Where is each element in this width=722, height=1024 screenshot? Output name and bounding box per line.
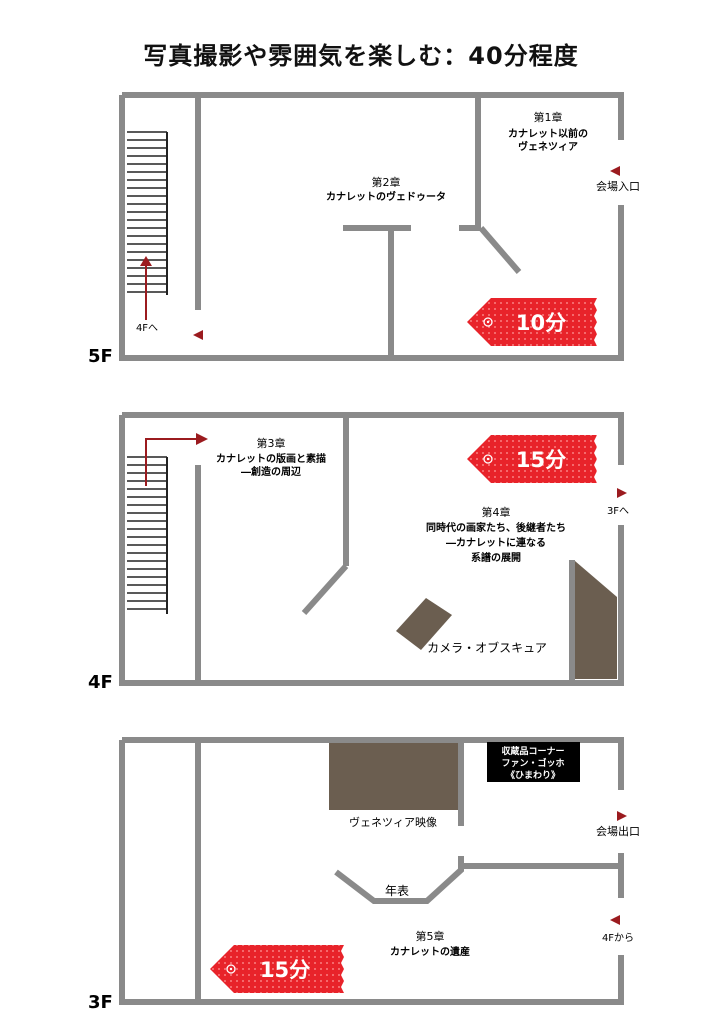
chapter2-number: 第2章 <box>372 175 401 189</box>
collection-line1: 収蔵品コーナー <box>501 745 564 757</box>
chapter1-title-line2: ヴェネツィア <box>518 140 578 153</box>
to-4f-label: 4Fへ <box>136 323 158 334</box>
video-block <box>329 743 458 810</box>
venice-video-label: ヴェネツィア映像 <box>349 815 437 829</box>
chapter3-title-line1: カナレットの版画と素描 <box>216 452 326 465</box>
chapter4-title-line3: 系譜の展開 <box>471 551 521 564</box>
collection-corner-box <box>487 742 580 782</box>
entrance-label: 会場入口 <box>596 180 640 193</box>
chapter5-title: カナレットの遺産 <box>390 945 470 958</box>
time-tag-4f: 15分 <box>467 435 597 483</box>
collection-line3: 《ひまわり》 <box>506 770 560 781</box>
time-label-5f: 10分 <box>516 311 566 335</box>
exit-label: 会場出口 <box>596 824 640 838</box>
time-label-3f: 15分 <box>260 958 310 982</box>
floor-5f: 4Fへ 第1章 カナレット以前の ヴェネツィア 第2章 カナレットのヴェドゥータ… <box>88 92 640 367</box>
chapter5-number: 第5章 <box>416 929 445 943</box>
chapter2-title: カナレットのヴェドゥータ <box>326 190 446 203</box>
chapter4-number: 第4章 <box>482 505 511 519</box>
collection-line2: ファン・ゴッホ <box>501 757 564 769</box>
up-arrow-icon <box>140 256 152 320</box>
walls-4f <box>119 412 624 686</box>
stairs-5f <box>127 131 168 295</box>
from-4f-arrow-icon <box>610 915 620 925</box>
time-tag-3f: 15分 <box>210 945 344 993</box>
from-4f-label: 4Fから <box>602 932 634 944</box>
arrow-icon <box>193 330 203 340</box>
to-3f-label: 3Fへ <box>607 506 629 517</box>
floor-3f: ヴェネツィア映像 収蔵品コーナー ファン・ゴッホ 《ひまわり》 会場出口 年表 … <box>88 737 640 1013</box>
walls-3f <box>119 737 624 1005</box>
floor-label-4f: 4F <box>88 672 113 693</box>
chapter4-title-line2: ―カナレットに連なる <box>446 536 546 549</box>
floor-4f: カメラ・オブスキュア 第3章 カナレットの版画と素描 ―創造の周辺 第4章 同時… <box>88 412 629 693</box>
camera-obscura-block <box>396 598 452 650</box>
stairs-4f <box>127 456 168 614</box>
chapter3-title-line2: ―創造の周辺 <box>241 465 301 478</box>
chapter1-title-line1: カナレット以前の <box>508 127 588 140</box>
display-block <box>575 561 617 679</box>
chapter1-number: 第1章 <box>534 110 563 124</box>
page-title: 写真撮影や雰囲気を楽しむ：40分程度 <box>143 42 579 70</box>
floor-label-5f: 5F <box>88 346 113 367</box>
time-label-4f: 15分 <box>516 448 566 472</box>
route-arrow-icon <box>145 433 208 486</box>
time-tag-5f: 10分 <box>467 298 597 346</box>
chapter4-title-line1: 同時代の画家たち、後継者たち <box>426 521 566 534</box>
entrance-arrow-icon <box>610 166 620 176</box>
timeline-label: 年表 <box>385 884 409 898</box>
exit-arrow-icon <box>617 811 627 821</box>
to-3f-arrow-icon <box>617 488 627 498</box>
walls-5f <box>119 92 624 361</box>
floor-label-3f: 3F <box>88 992 113 1013</box>
camera-obscura-label: カメラ・オブスキュア <box>427 640 547 655</box>
chapter3-number: 第3章 <box>257 436 286 450</box>
